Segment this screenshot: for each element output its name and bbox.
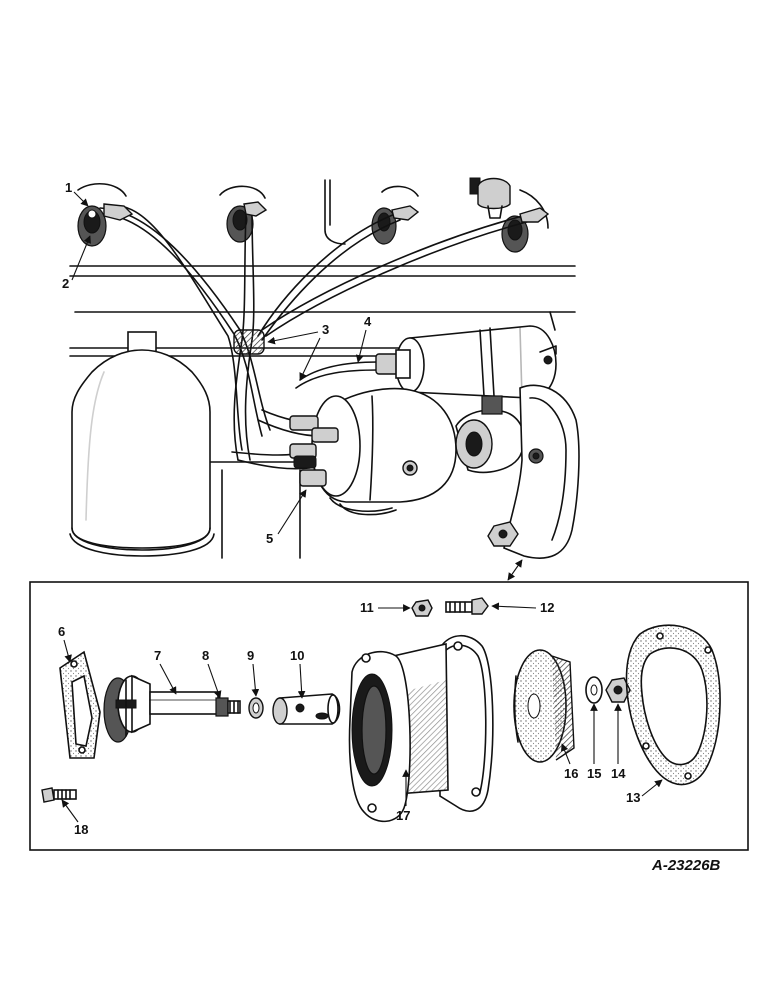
mounting-bolt bbox=[487, 521, 519, 547]
coupling-sleeve bbox=[272, 693, 341, 725]
callout-15: 15 bbox=[587, 766, 601, 781]
gear-washer bbox=[585, 676, 603, 704]
callout-2: 2 bbox=[62, 276, 69, 291]
gasket-large bbox=[625, 624, 721, 786]
callout-18: 18 bbox=[74, 822, 88, 837]
lock-washer bbox=[411, 599, 433, 617]
thrust-washer bbox=[248, 697, 264, 719]
callout-6: 6 bbox=[58, 624, 65, 639]
distributor-drive-housing bbox=[455, 384, 580, 559]
gasket-small bbox=[59, 650, 101, 759]
mounting-bolt-small bbox=[41, 787, 77, 803]
drawing-id: A-23226B bbox=[651, 857, 721, 874]
callout-4: 4 bbox=[364, 314, 372, 329]
spark-plug-1 bbox=[77, 205, 107, 247]
exploded-view-frame bbox=[29, 581, 749, 851]
distributor bbox=[289, 387, 457, 516]
cap-screw bbox=[445, 597, 489, 615]
callout-17: 17 bbox=[396, 808, 410, 823]
callout-7: 7 bbox=[154, 648, 161, 663]
callout-12: 12 bbox=[540, 600, 554, 615]
callout-10: 10 bbox=[290, 648, 304, 663]
callout-11: 11 bbox=[360, 600, 374, 615]
callout-16: 16 bbox=[564, 766, 578, 781]
callout-3: 3 bbox=[322, 322, 329, 337]
callout-8: 8 bbox=[202, 648, 209, 663]
drive-pin bbox=[215, 697, 241, 717]
ignition-coil bbox=[375, 325, 557, 399]
bracket-bolt bbox=[469, 177, 511, 219]
oil-filter-canister bbox=[69, 331, 215, 557]
drive-housing bbox=[348, 634, 494, 823]
gear-nut bbox=[605, 677, 631, 703]
callout-1: 1 bbox=[65, 180, 72, 195]
callout-14: 14 bbox=[611, 766, 626, 781]
exploded-callouts: 6 7 8 9 10 11 12 13 14 15 16 17 18 bbox=[58, 600, 663, 837]
callout-13: 13 bbox=[626, 790, 640, 805]
callout-9: 9 bbox=[247, 648, 254, 663]
upper-callouts: 1 2 3 4 5 bbox=[62, 180, 523, 581]
drive-shaft bbox=[103, 674, 219, 743]
callout-5: 5 bbox=[266, 531, 273, 546]
drive-gear bbox=[513, 649, 575, 763]
engine-block bbox=[69, 177, 576, 559]
